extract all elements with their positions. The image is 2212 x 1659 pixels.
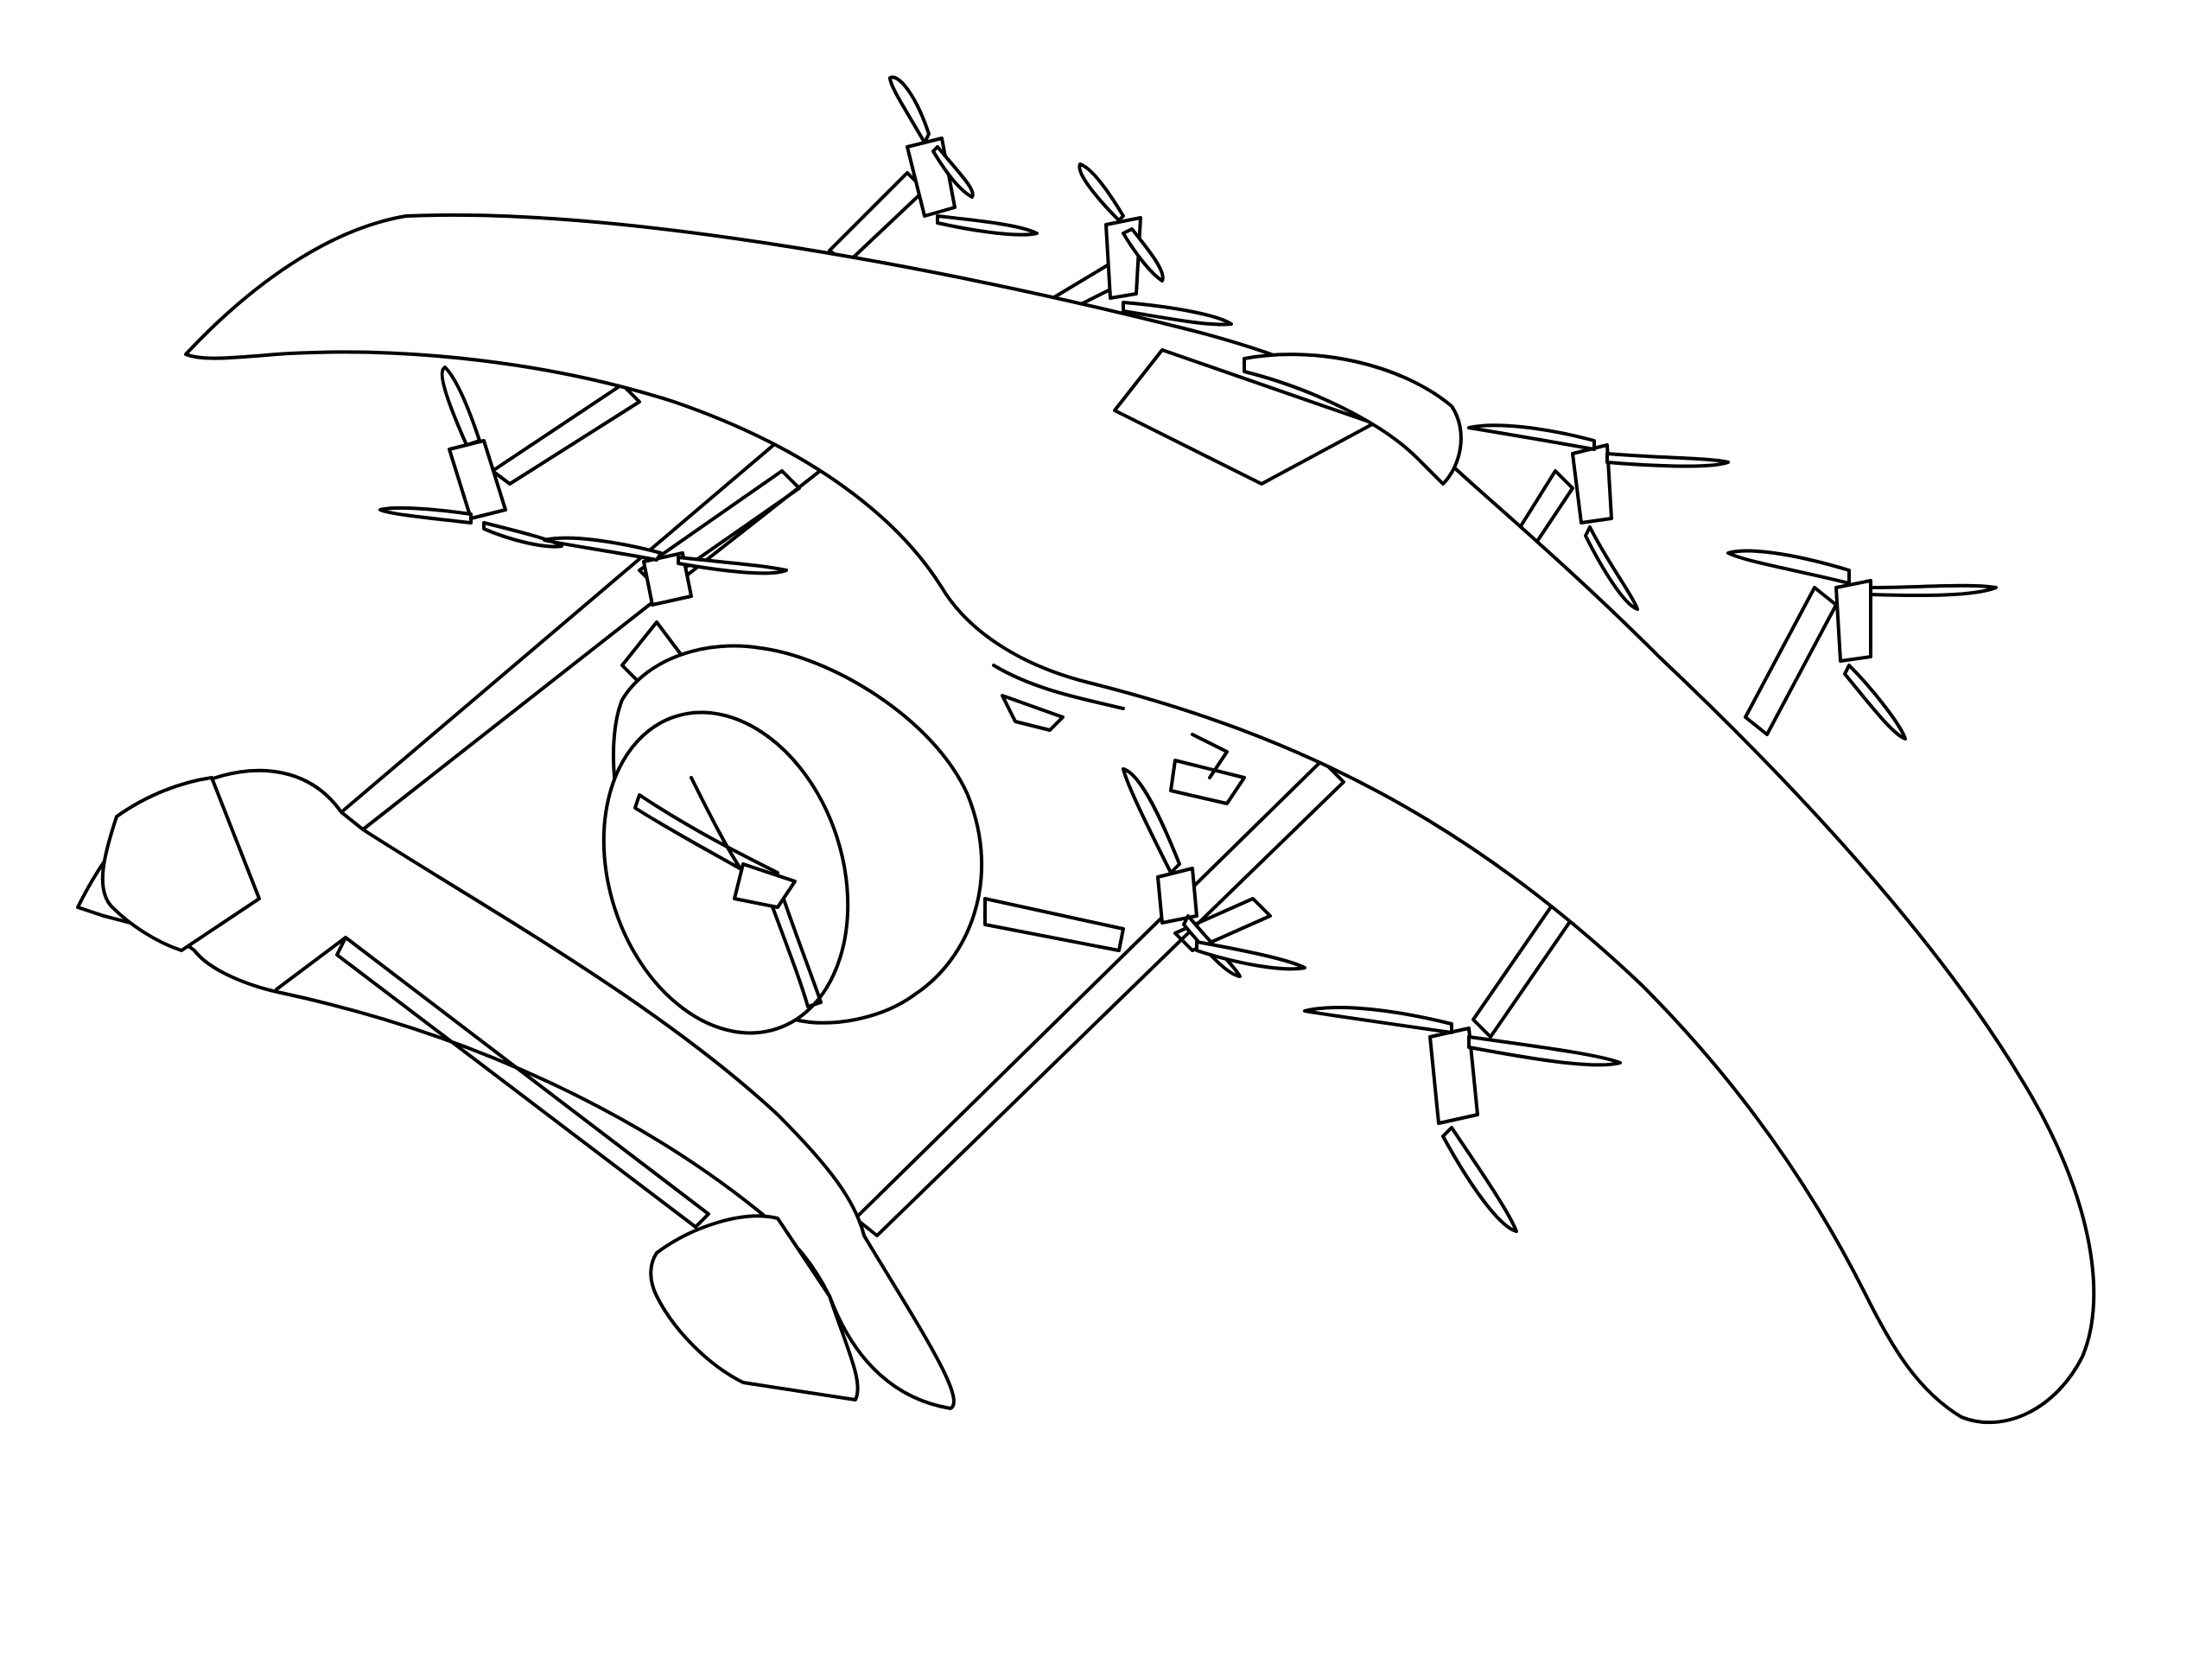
front-wing-flap-edge [275, 936, 347, 991]
rotor-1-blade-a [888, 75, 931, 144]
rotor-2-blade-a [1077, 162, 1125, 222]
rotor-3-motor [448, 439, 507, 520]
front-wing-flap [335, 936, 710, 1229]
rotor-7-blade-c [1195, 940, 1306, 971]
fan-strut-1 [983, 897, 1125, 952]
front-wing-left-tip [100, 776, 261, 952]
front-wing-right-tip [649, 1214, 860, 1402]
rotor-2-blade-c [1122, 301, 1233, 327]
fan-duct-inner [601, 710, 850, 1035]
nacelle-under-1 [992, 664, 1125, 710]
rotor-5-blade-a [1467, 423, 1596, 451]
rotor-3-blade-c [482, 521, 563, 549]
main-wing-body [184, 213, 2096, 1425]
rotor-7-blade-a [1122, 767, 1181, 874]
rotor-2 [1077, 162, 1233, 327]
rotor-2-blade-b [1122, 227, 1165, 283]
center-nacelle [992, 353, 1463, 805]
rotor-5 [1467, 423, 1730, 611]
fan-blade-3 [690, 776, 745, 874]
rotor-8-blade-b [1467, 1035, 1622, 1067]
arm-rear-top-1 [828, 171, 926, 265]
rotor-4-blade-b [677, 556, 788, 575]
nacelle-skid-2 [1169, 759, 1246, 805]
rotor-1 [888, 75, 1039, 237]
rotor-7 [1122, 767, 1306, 978]
rotor-3-blade-b [378, 505, 473, 524]
front-wing [76, 768, 956, 1410]
main-wing [184, 213, 2096, 1425]
rotor-8 [1303, 1005, 1622, 1233]
rotor-2-motor [1104, 216, 1142, 300]
rotor-4-motor [642, 551, 693, 607]
arm-front-1 [491, 383, 641, 486]
rotor-6-blade-b [1869, 583, 1998, 598]
rotor-1-motor [906, 137, 957, 218]
boom-lower-left [854, 759, 1345, 1237]
rotor-6-blade-a [1726, 549, 1851, 585]
nacelle-body [1243, 353, 1463, 486]
rotor-8-motor [1428, 1027, 1479, 1125]
ducted-fan [601, 644, 984, 1035]
rotor-4-blade-a [543, 536, 663, 562]
rotor-6-blade-c [1843, 664, 1907, 741]
rotor-5-blade-c [1584, 525, 1639, 611]
rotor-1-blade-b [931, 145, 975, 199]
nacelle-under-2 [1191, 733, 1229, 779]
rotor-6 [1726, 549, 1998, 741]
fan-hub [733, 862, 797, 909]
rotor-8-blade-c [1441, 1126, 1518, 1233]
rotor-6-motor [1834, 579, 1872, 663]
nacelle-skid-1 [1001, 694, 1065, 732]
rotor-1-blade-c [936, 214, 1039, 237]
rotor-8-blade-a [1303, 1005, 1453, 1034]
rotor-3-blade-a [440, 365, 481, 447]
arm-right-2 [1744, 586, 1838, 736]
fan-blade-2 [763, 880, 823, 1008]
rotor-3 [378, 365, 563, 549]
rotor-7-motor [1156, 867, 1198, 925]
rotor-4 [543, 536, 788, 607]
arm-lower-1 [1173, 897, 1272, 952]
rotor-5-blade-b [1605, 452, 1730, 468]
